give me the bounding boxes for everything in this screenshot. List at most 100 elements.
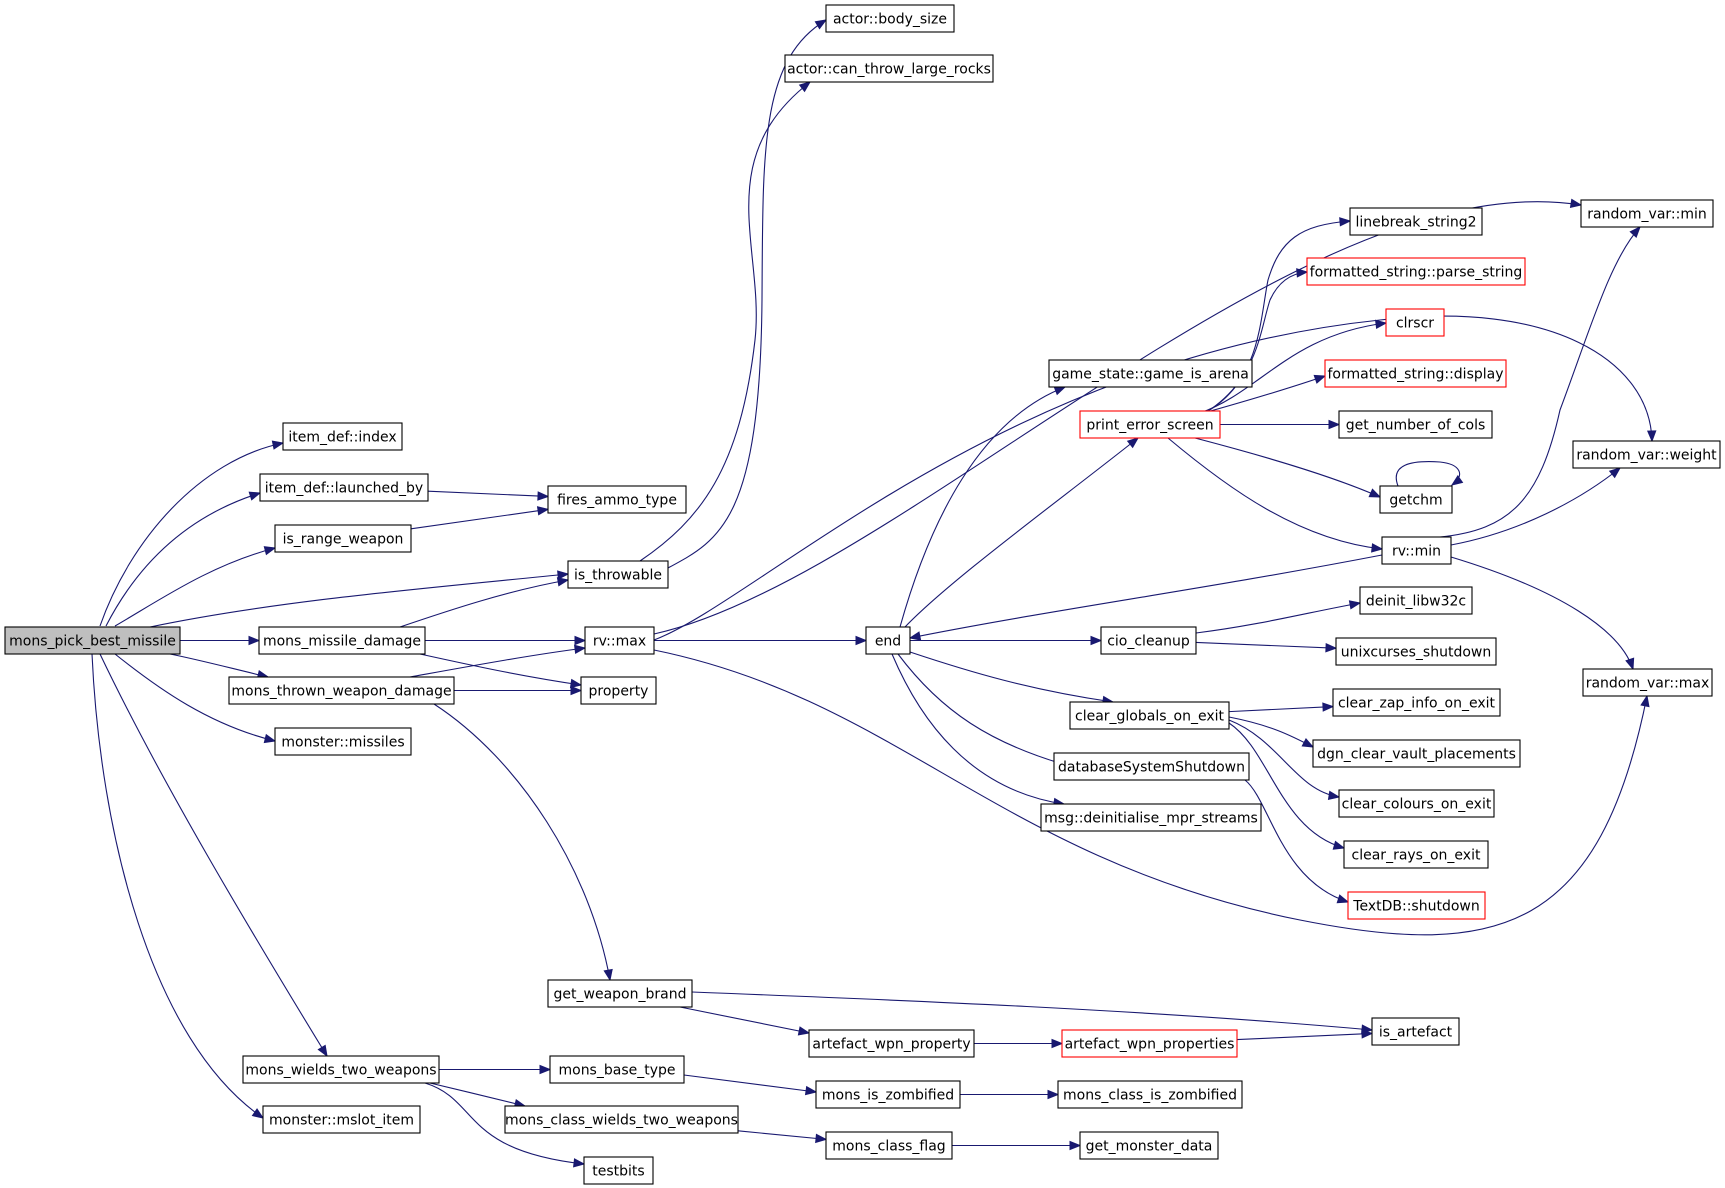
node-box — [1379, 485, 1453, 514]
arrowhead — [570, 685, 583, 696]
node-get_monster_data[interactable]: get_monster_data — [1079, 1131, 1219, 1160]
node-unixcurses_shutdown[interactable]: unixcurses_shutdown — [1335, 637, 1497, 666]
node-mons_thrown_weapon_damage[interactable]: mons_thrown_weapon_damage — [228, 676, 455, 705]
node-game_state_game_is_arena[interactable]: game_state::game_is_arena — [1048, 359, 1253, 388]
edge-mons_thrown_weapon_damage-to-get_weapon_brand — [433, 703, 611, 981]
node-box — [1312, 739, 1521, 768]
node-clear_globals_on_exit[interactable]: clear_globals_on_exit — [1069, 701, 1230, 730]
node-databaseSystemShutdown[interactable]: databaseSystemShutdown — [1053, 752, 1250, 781]
node-box — [567, 560, 669, 589]
edge-rv_max-to-random_var_max — [653, 649, 1648, 936]
node-mons_class_is_zombified[interactable]: mons_class_is_zombified — [1057, 1080, 1243, 1109]
node-is_throwable[interactable]: is_throwable — [567, 560, 669, 589]
node-rv_min[interactable]: rv::min — [1381, 536, 1452, 565]
edge-mons_pick_best_missile-to-is_throwable — [149, 573, 569, 628]
node-get_weapon_brand[interactable]: get_weapon_brand — [547, 979, 693, 1008]
node-TextDB_shutdown[interactable]: TextDB::shutdown — [1347, 891, 1486, 920]
arrowhead — [1348, 600, 1362, 610]
node-property[interactable]: property — [580, 676, 657, 705]
edge-print_error_screen-to-clrscr — [1199, 322, 1387, 414]
node-box — [282, 422, 403, 451]
node-rv_max[interactable]: rv::max — [584, 626, 655, 655]
arrowhead — [1327, 790, 1341, 801]
node-box — [825, 1131, 953, 1160]
node-get_number_of_cols[interactable]: get_number_of_cols — [1338, 410, 1493, 439]
edge-artefact_wpn_properties-to-is_artefact — [1236, 1032, 1373, 1041]
node-label: get_weapon_brand — [554, 987, 687, 1003]
arrowhead — [251, 1108, 265, 1119]
node-testbits[interactable]: testbits — [583, 1156, 654, 1185]
node-clear_rays_on_exit[interactable]: clear_rays_on_exit — [1343, 840, 1489, 869]
node-label: random_var::weight — [1576, 448, 1717, 464]
node-random_var_max[interactable]: random_var::max — [1582, 668, 1713, 697]
node-box — [1359, 586, 1473, 615]
node-actor_can_throw_large_rocks[interactable]: actor::can_throw_large_rocks — [784, 54, 994, 83]
arrowhead — [573, 1158, 586, 1168]
node-deinit_libw32c[interactable]: deinit_libw32c — [1359, 586, 1473, 615]
node-label: dgn_clear_vault_placements — [1317, 747, 1516, 763]
node-mons_class_flag[interactable]: mons_class_flag — [825, 1131, 953, 1160]
node-mons_base_type[interactable]: mons_base_type — [549, 1055, 685, 1084]
node-mons_pick_best_missile[interactable]: mons_pick_best_missile — [4, 626, 181, 655]
node-box — [1343, 840, 1489, 869]
arrowhead — [1339, 217, 1352, 227]
node-box — [1582, 668, 1713, 697]
node-msg_deinitialise_mpr_streams[interactable]: msg::deinitialise_mpr_streams — [1040, 803, 1262, 832]
node-box — [1306, 257, 1526, 286]
node-mons_is_zombified[interactable]: mons_is_zombified — [815, 1080, 961, 1109]
node-formatted_string_display[interactable]: formatted_string::display — [1324, 359, 1507, 388]
edge-clear_globals_on_exit-to-dgn_clear_vault_placements — [1228, 716, 1314, 748]
node-item_def_index[interactable]: item_def::index — [282, 422, 403, 451]
node-fires_ammo_type[interactable]: fires_ammo_type — [547, 485, 687, 514]
node-mons_wields_two_weapons[interactable]: mons_wields_two_weapons — [242, 1055, 440, 1084]
arrowhead — [556, 577, 570, 587]
node-is_range_weapon[interactable]: is_range_weapon — [274, 524, 412, 553]
node-label: clear_colours_on_exit — [1342, 797, 1492, 813]
node-monster_missiles[interactable]: monster::missiles — [274, 727, 412, 756]
node-is_artefact[interactable]: is_artefact — [1371, 1017, 1460, 1046]
node-clrscr[interactable]: clrscr — [1385, 308, 1445, 337]
arrowhead — [1126, 437, 1140, 449]
edge-print_error_screen-to-getchm — [1194, 437, 1381, 498]
node-box — [258, 626, 426, 655]
arrowhead — [1640, 694, 1650, 708]
edge-is_throwable-to-actor_body_size — [667, 19, 827, 569]
node-actor_body_size[interactable]: actor::body_size — [825, 4, 955, 33]
arrowhead — [1332, 840, 1346, 850]
node-mons_class_wields_two_weapons[interactable]: mons_class_wields_two_weapons — [504, 1105, 739, 1134]
node-monster_mslot_item[interactable]: monster::mslot_item — [262, 1105, 421, 1134]
node-mons_missile_damage[interactable]: mons_missile_damage — [258, 626, 426, 655]
node-end[interactable]: end — [865, 626, 911, 655]
node-formatted_string_parse_string[interactable]: formatted_string::parse_string — [1306, 257, 1526, 286]
edge-mons_pick_best_missile-to-item_def_index — [99, 442, 284, 627]
node-label: mons_class_is_zombified — [1063, 1088, 1237, 1104]
arrowhead — [573, 644, 587, 655]
arrowhead — [1625, 657, 1635, 671]
node-random_var_min[interactable]: random_var::min — [1580, 199, 1714, 228]
node-linebreak_string2[interactable]: linebreak_string2 — [1349, 207, 1483, 236]
node-getchm[interactable]: getchm — [1379, 485, 1453, 514]
node-random_var_weight[interactable]: random_var::weight — [1572, 440, 1721, 469]
node-clear_colours_on_exit[interactable]: clear_colours_on_exit — [1338, 789, 1495, 818]
node-box — [228, 676, 455, 705]
edge-mons_class_wields_two_weapons-to-mons_class_flag — [737, 1130, 827, 1140]
node-artefact_wpn_properties[interactable]: artefact_wpn_properties — [1061, 1029, 1238, 1058]
arrowhead — [1336, 894, 1350, 904]
node-clear_zap_info_on_exit[interactable]: clear_zap_info_on_exit — [1332, 688, 1501, 717]
node-dgn_clear_vault_placements[interactable]: dgn_clear_vault_placements — [1312, 739, 1521, 768]
edge-is_throwable-to-actor_can_throw_large_rocks — [639, 81, 811, 562]
arrowhead — [248, 635, 261, 646]
node-item_def_launched_by[interactable]: item_def::launched_by — [259, 473, 429, 502]
edge-end-to-databaseSystemShutdown — [897, 653, 1078, 769]
node-box — [274, 727, 412, 756]
node-print_error_screen[interactable]: print_error_screen — [1079, 410, 1221, 439]
arrowhead — [537, 491, 550, 501]
arrowhead — [574, 635, 587, 646]
node-artefact_wpn_property[interactable]: artefact_wpn_property — [808, 1029, 975, 1058]
node-cio_cleanup[interactable]: cio_cleanup — [1100, 626, 1197, 655]
node-label: actor::can_throw_large_rocks — [787, 62, 991, 78]
node-box — [274, 524, 412, 553]
node-box — [580, 676, 657, 705]
node-box — [583, 1156, 654, 1185]
node-box — [825, 4, 955, 33]
